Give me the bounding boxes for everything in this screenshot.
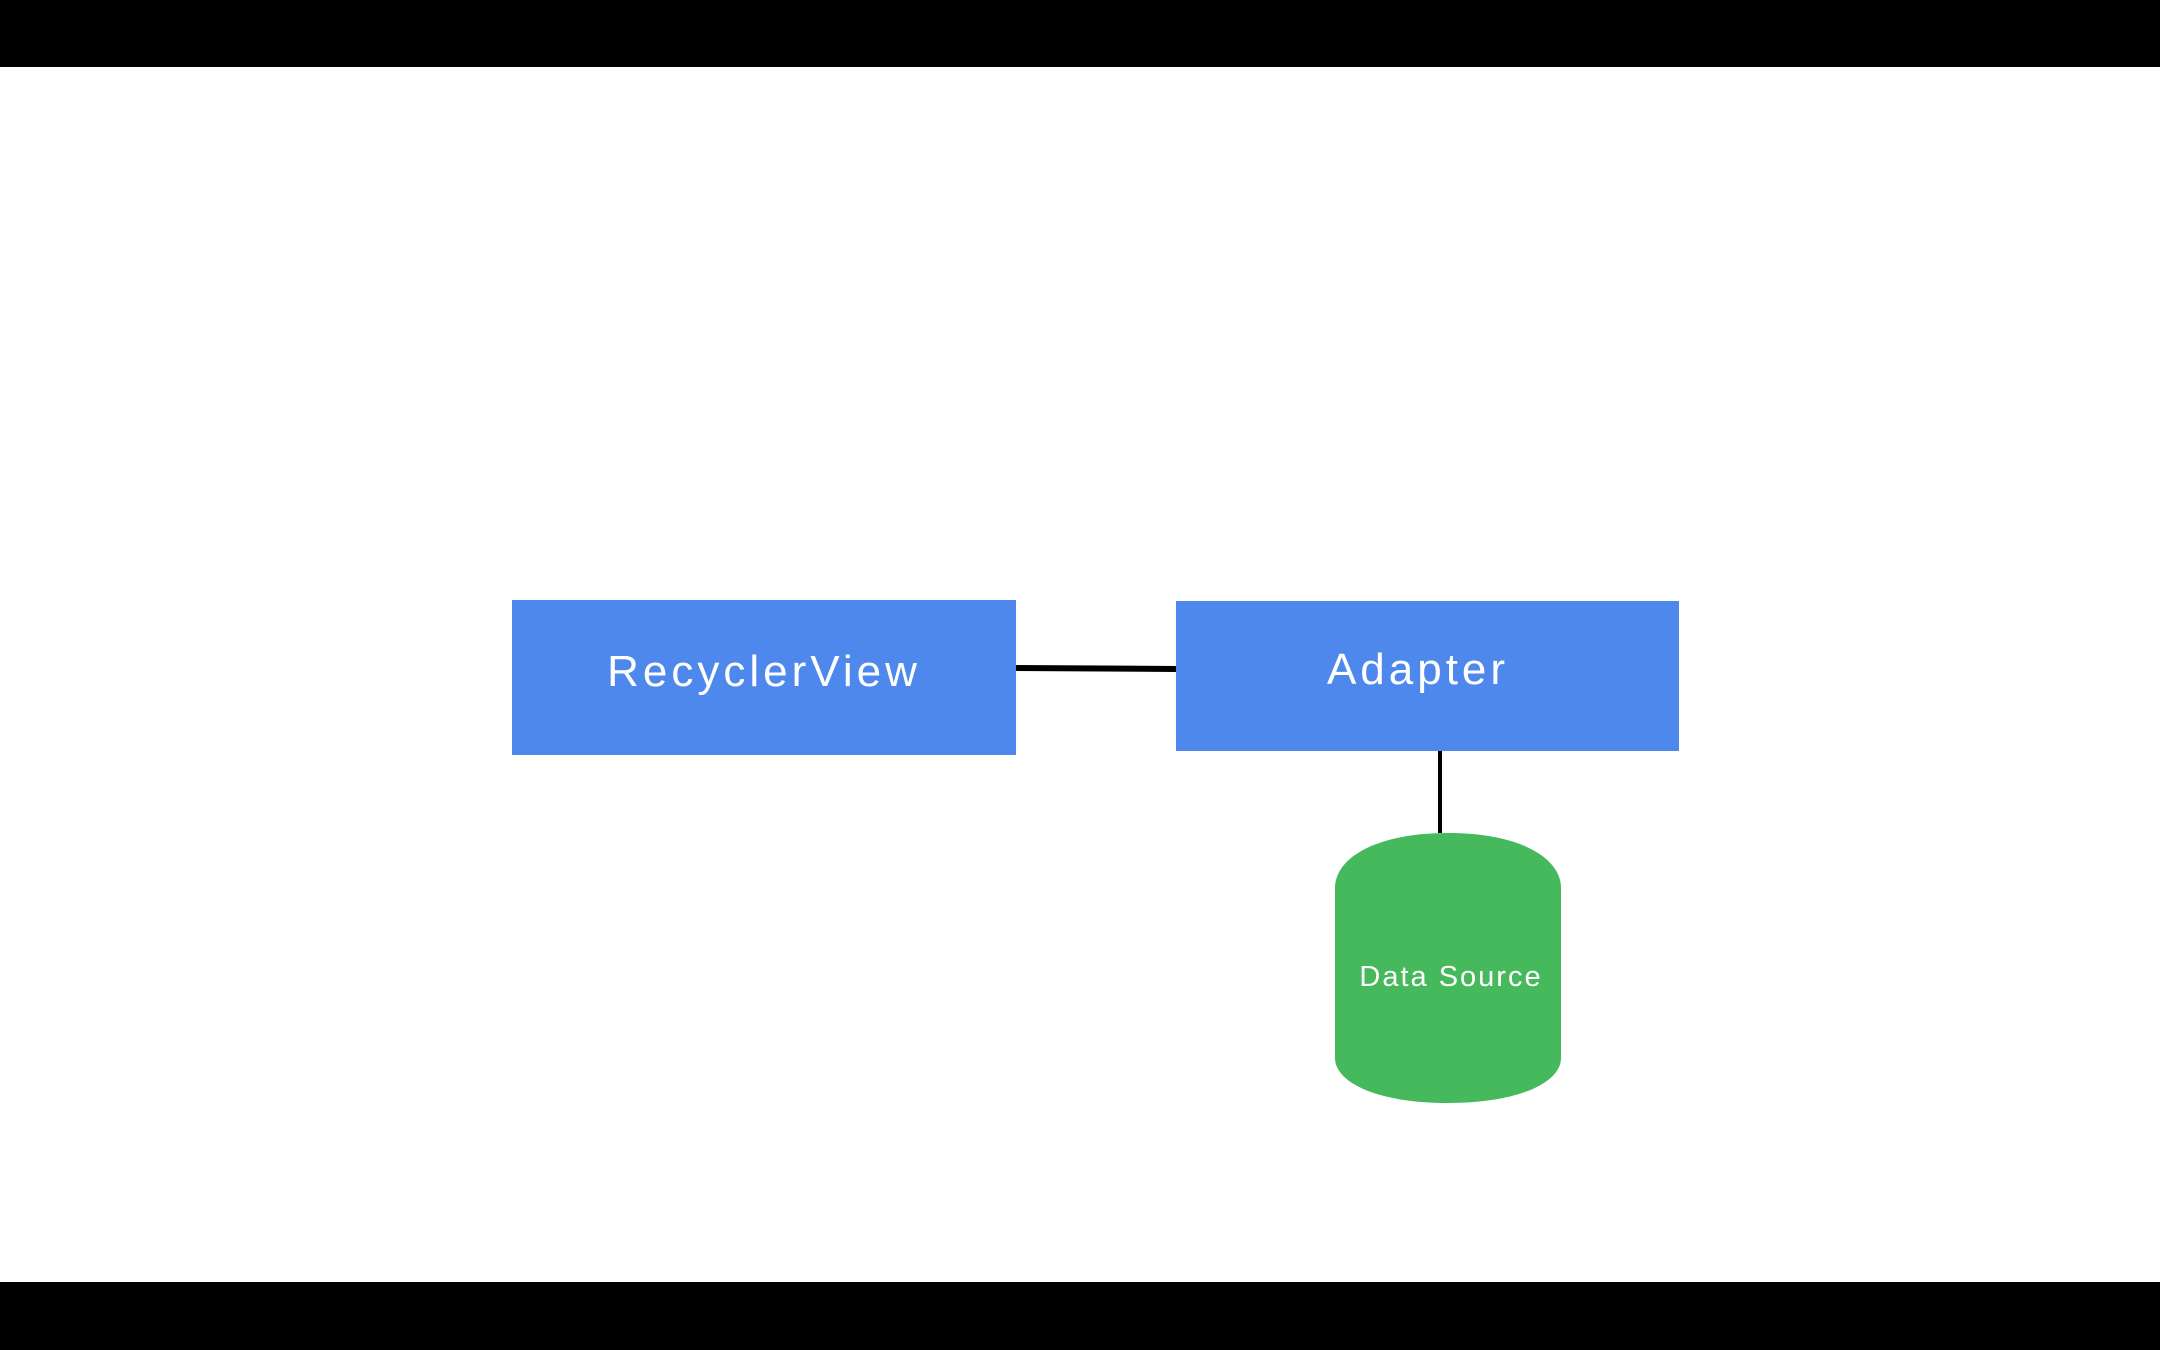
- slide-canvas: [0, 67, 2160, 1282]
- recyclerview-label: RecyclerView: [607, 647, 921, 696]
- node-recyclerview: RecyclerView: [512, 600, 1016, 755]
- edge-recyclerview-adapter: [1015, 665, 1177, 672]
- letterbox-top: [0, 0, 2160, 67]
- recyclerview-box: [512, 600, 1016, 755]
- node-adapter: Adapter: [1176, 601, 1679, 751]
- data-source-label: Data Source: [1359, 961, 1542, 993]
- adapter-label: Adapter: [1327, 645, 1509, 694]
- letterbox-bottom: [0, 1282, 2160, 1350]
- adapter-box: [1176, 601, 1679, 751]
- data-source-cylinder: [1335, 833, 1561, 1103]
- node-data-source: Data Source: [1335, 833, 1561, 1103]
